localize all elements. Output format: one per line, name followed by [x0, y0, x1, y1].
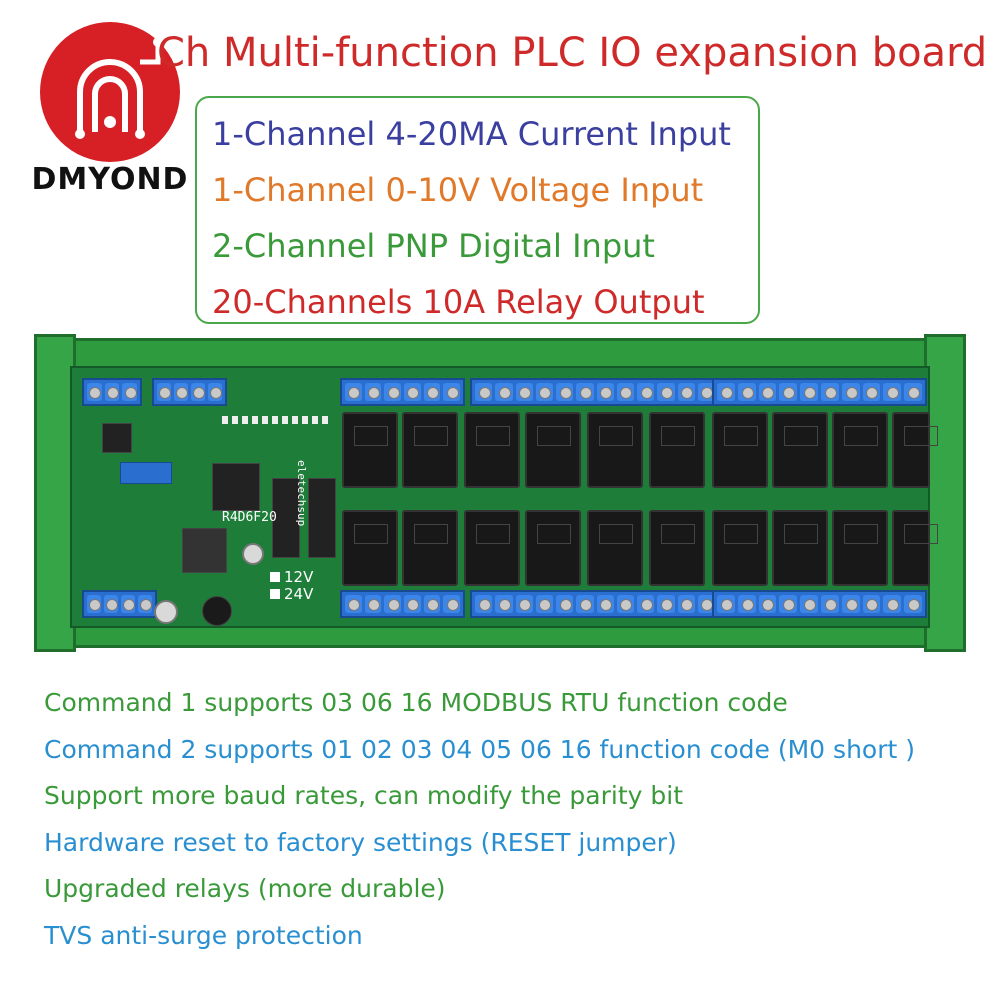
feature-item: Command 2 supports 01 02 03 04 05 06 16 … — [44, 734, 915, 764]
terminal-block — [82, 590, 157, 618]
terminal-block — [152, 378, 227, 406]
board-photo: R4D6F20 eletechsup 12V 24V — [34, 334, 966, 652]
feature-item: Support more baud rates, can modify the … — [44, 781, 684, 810]
feature-item: Command 1 supports 03 06 16 MODBUS RTU f… — [44, 688, 788, 717]
led — [322, 416, 328, 424]
capacitor — [154, 600, 178, 624]
terminal-block — [340, 590, 465, 618]
relay — [342, 412, 398, 488]
relay — [464, 510, 520, 586]
board-brand-label: eletechsup — [295, 460, 308, 527]
relay — [342, 510, 398, 586]
relay — [525, 510, 581, 586]
terminal-block — [470, 378, 720, 406]
terminal-block — [712, 590, 927, 618]
terminal-block — [82, 378, 142, 406]
relay — [587, 412, 643, 488]
terminal-block — [340, 378, 465, 406]
relay — [832, 510, 888, 586]
relay — [402, 412, 458, 488]
rail-end-right — [924, 334, 966, 652]
driver-chip — [308, 478, 336, 558]
chip — [102, 423, 132, 453]
relay — [649, 412, 705, 488]
led — [292, 416, 298, 424]
led — [302, 416, 308, 424]
relay — [712, 412, 768, 488]
feature-list: Command 1 supports 03 06 16 MODBUS RTU f… — [44, 680, 984, 959]
led — [272, 416, 278, 424]
brand-logo: DMYOND — [30, 22, 190, 197]
led — [252, 416, 258, 424]
relay — [587, 510, 643, 586]
led — [242, 416, 248, 424]
relay — [832, 412, 888, 488]
voltage-12v-label: 12V — [270, 568, 313, 586]
board-model-label: R4D6F20 — [222, 510, 277, 525]
mcu-chip — [212, 463, 260, 511]
relay — [892, 412, 938, 488]
capacitor — [242, 543, 264, 565]
feature-item: Upgraded relays (more durable) — [44, 874, 446, 903]
spec-voltage-input: 1-Channel 0-10V Voltage Input — [212, 171, 704, 209]
terminal-block — [712, 378, 927, 406]
voltage-24v-text: 24V — [284, 585, 314, 603]
page-title: Ch Multi-function PLC IO expansion board — [157, 30, 988, 76]
led — [262, 416, 268, 424]
relay — [772, 510, 828, 586]
led — [232, 416, 238, 424]
regulator-chip — [182, 528, 227, 573]
relay — [772, 412, 828, 488]
feature-item: TVS anti-surge protection — [44, 920, 363, 950]
terminal-block — [470, 590, 720, 618]
relay — [649, 510, 705, 586]
relay — [402, 510, 458, 586]
voltage-24v-label: 24V — [270, 585, 313, 603]
led — [222, 416, 228, 424]
logo-wordmark: DMYOND — [31, 162, 189, 197]
dip-switch — [120, 462, 172, 484]
driver-chip — [272, 478, 300, 558]
spec-relay-output: 20-Channels 10A Relay Output — [212, 283, 705, 321]
relay — [892, 510, 938, 586]
spec-box: 1-Channel 4-20MA Current Input 1-Channel… — [195, 96, 760, 324]
logo-circuit-icon — [40, 22, 180, 162]
led — [312, 416, 318, 424]
relay — [712, 510, 768, 586]
pcb: R4D6F20 eletechsup 12V 24V — [70, 366, 938, 628]
led — [282, 416, 288, 424]
relay — [464, 412, 520, 488]
feature-item: Hardware reset to factory settings (RESE… — [44, 827, 677, 857]
relay — [525, 412, 581, 488]
spec-current-input: 1-Channel 4-20MA Current Input — [212, 115, 731, 153]
spec-digital-input: 2-Channel PNP Digital Input — [212, 227, 655, 265]
inductor — [202, 596, 232, 626]
voltage-12v-text: 12V — [284, 568, 314, 586]
